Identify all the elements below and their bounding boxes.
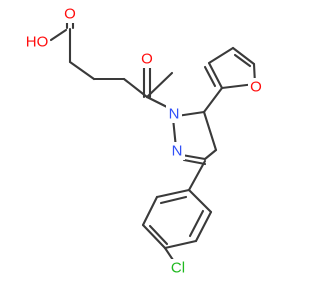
bond-ring-1 xyxy=(155,188,191,199)
bond-ring-6 xyxy=(187,188,213,214)
bond-furan-3-inner xyxy=(233,53,252,68)
bond-c3-c4 xyxy=(203,148,218,161)
bond-c4-c5 xyxy=(202,110,218,152)
bond-ring-5 xyxy=(194,210,213,243)
bond-chain-1 xyxy=(68,60,96,81)
pyrazoline-n2-label: N xyxy=(172,143,183,160)
bond-furan-2 xyxy=(207,46,235,65)
hydroxyl-label: HO xyxy=(26,34,49,51)
bond-chain-4 xyxy=(145,71,174,99)
bond-ring-4 xyxy=(163,239,198,250)
bond-n2-c3-b xyxy=(180,153,207,161)
bond-furan-1 xyxy=(207,61,224,90)
bond-ring-1-inner xyxy=(159,195,188,205)
acid-carbonyl-oxygen-label: O xyxy=(64,6,76,23)
bonds xyxy=(49,8,257,265)
bond-ring-2 xyxy=(141,195,159,227)
ketone-oxygen-label: O xyxy=(141,51,153,68)
bond-c-oh xyxy=(49,28,68,42)
bond-c3-aryl xyxy=(187,159,207,192)
bond-ring-3-inner xyxy=(148,224,169,246)
bond-furan-1-inner xyxy=(203,65,217,88)
furan-oxygen-label: O xyxy=(250,79,262,96)
bond-c5-furan xyxy=(202,86,224,114)
chlorine-label: Cl xyxy=(171,260,185,277)
atom-labels: HO O O N N O Cl xyxy=(24,5,264,277)
bond-ring-5-inner xyxy=(188,209,205,238)
bond-n2-c3-c xyxy=(182,158,207,166)
bond-ring-3 xyxy=(141,223,167,250)
pyrazoline-n1-label: N xyxy=(169,106,180,123)
bond-furan-3 xyxy=(231,46,256,66)
chemical-structure: HO O O N N O Cl xyxy=(24,5,264,277)
